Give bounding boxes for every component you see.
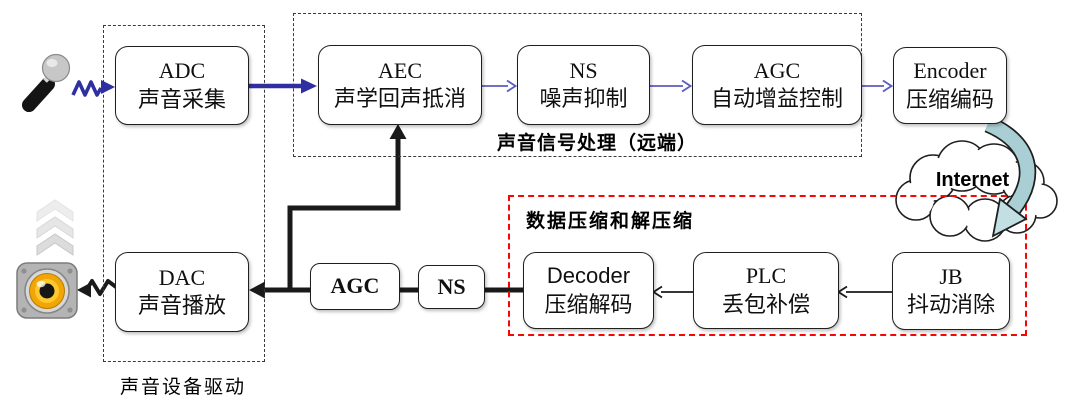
node-jb: JB 抖动消除 <box>892 252 1010 330</box>
node-agc-near-title: AGC <box>330 273 380 299</box>
node-agc-near: AGC <box>310 263 400 310</box>
node-adc: ADC 声音采集 <box>115 46 249 125</box>
label-far-end-processing: 声音信号处理（远端） <box>497 133 698 154</box>
node-encoder-subtitle: 压缩编码 <box>905 86 994 112</box>
node-aec-title: AEC <box>378 57 422 83</box>
node-plc-title: PLC <box>745 263 787 289</box>
node-agc-far-subtitle: 自动增益控制 <box>710 86 843 111</box>
group-device-driver <box>103 25 265 362</box>
mic-to-adc-arrow <box>71 80 115 97</box>
microphone-icon <box>22 53 71 112</box>
dac-to-speaker-arrow <box>77 279 118 298</box>
node-aec-subtitle: 声学回声抵消 <box>333 86 466 111</box>
node-ns-far-subtitle: 噪声抑制 <box>539 86 628 111</box>
node-dac: DAC 声音播放 <box>115 252 249 332</box>
label-internet: Internet <box>935 169 1010 191</box>
node-adc-title: ADC <box>158 58 206 84</box>
teal-curved-arrow <box>984 115 1037 238</box>
node-ns-far-title: NS <box>569 57 598 83</box>
node-jb-subtitle: 抖动消除 <box>906 292 995 317</box>
node-decoder: Decoder 压缩解码 <box>523 252 654 329</box>
node-jb-title: JB <box>939 263 963 289</box>
node-agc-far-title: AGC <box>753 57 801 83</box>
node-decoder-subtitle: 压缩解码 <box>544 291 633 317</box>
aec-to-ns-arrow <box>481 79 518 93</box>
adc-to-aec-arrow <box>249 78 317 94</box>
label-codec: 数据压缩和解压缩 <box>526 211 695 232</box>
node-plc-subtitle: 丢包补偿 <box>721 291 810 317</box>
node-agc-far: AGC 自动增益控制 <box>692 45 862 125</box>
label-device-driver: 声音设备驱动 <box>119 377 246 398</box>
node-encoder: Encoder 压缩编码 <box>893 47 1007 124</box>
speaker-icon <box>16 199 78 319</box>
node-dac-subtitle: 声音播放 <box>137 293 226 318</box>
group-codec <box>508 195 1027 336</box>
node-encoder-title: Encoder <box>913 58 987 84</box>
node-plc: PLC 丢包补偿 <box>693 252 839 329</box>
node-ns-near-title: NS <box>437 273 466 299</box>
node-decoder-title: Decoder <box>546 263 631 289</box>
node-aec: AEC 声学回声抵消 <box>318 45 482 125</box>
node-ns-near: NS <box>418 265 485 309</box>
node-ns-far: NS 噪声抑制 <box>517 45 650 125</box>
node-adc-subtitle: 声音采集 <box>137 86 226 112</box>
agc-to-encoder-arrow <box>861 79 894 93</box>
node-dac-title: DAC <box>158 264 206 290</box>
ns-to-agc-arrow <box>649 79 693 93</box>
